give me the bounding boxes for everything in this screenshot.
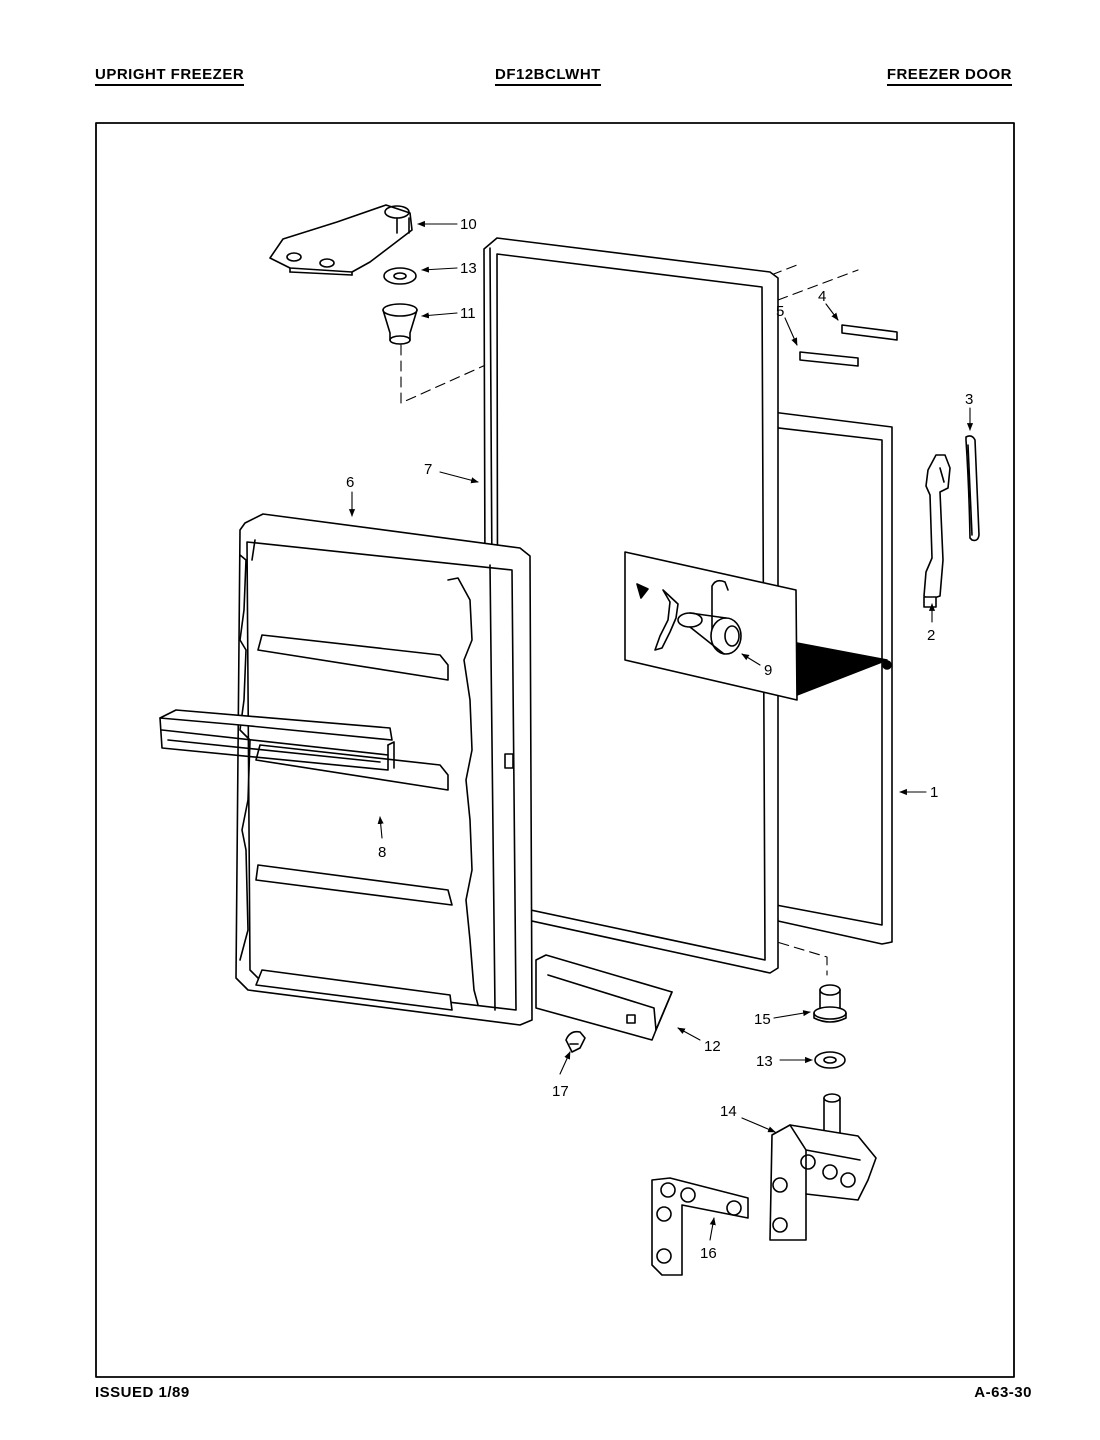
callout-1: 1	[930, 784, 938, 801]
top-hinge-plate	[269, 204, 413, 276]
header-model-number: DF12BCLWHT	[495, 66, 601, 86]
handle-trim-cap	[965, 435, 980, 542]
bottom-hinge-bracket	[769, 1093, 877, 1241]
callout-8: 8	[378, 844, 386, 861]
callout-13-top: 13	[460, 260, 477, 277]
callout-12: 12	[704, 1038, 721, 1055]
hinge-shim-bracket	[651, 1177, 749, 1276]
trim-strip-5	[799, 351, 859, 367]
header-section-title: FREEZER DOOR	[886, 66, 1012, 86]
footer-issue-date: ISSUED 1/89	[95, 1384, 190, 1401]
callout-14: 14	[720, 1103, 737, 1120]
callout-9: 9	[764, 662, 772, 679]
header-product-type: UPRIGHT FREEZER	[95, 66, 245, 86]
callout-15: 15	[754, 1011, 771, 1028]
callout-5: 5	[776, 303, 784, 320]
diagram-border	[95, 122, 1015, 1378]
callout-17: 17	[552, 1083, 569, 1100]
callout-11: 11	[460, 305, 476, 322]
bottom-door-trim	[535, 954, 673, 1041]
top-washer	[383, 267, 417, 285]
top-hinge-bushing	[382, 303, 418, 345]
bottom-washer	[814, 1051, 846, 1069]
callout-leaders	[348, 220, 974, 1241]
door-lock-detail-inset	[624, 551, 888, 701]
callout-4: 4	[818, 288, 826, 305]
door-shelf-bar	[159, 709, 395, 771]
door-handle	[923, 454, 951, 608]
footer-page-code: A-63-30	[974, 1384, 1032, 1401]
callout-10: 10	[460, 216, 477, 233]
callout-13-bottom: 13	[756, 1053, 773, 1070]
callout-3: 3	[965, 391, 973, 408]
callout-7: 7	[424, 461, 432, 478]
callout-2: 2	[927, 627, 935, 644]
trim-strip-4	[841, 324, 898, 341]
callout-16: 16	[700, 1245, 717, 1262]
bottom-hinge-bushing	[813, 984, 847, 1023]
door-stop-clip	[565, 1030, 586, 1053]
callout-6: 6	[346, 474, 354, 491]
